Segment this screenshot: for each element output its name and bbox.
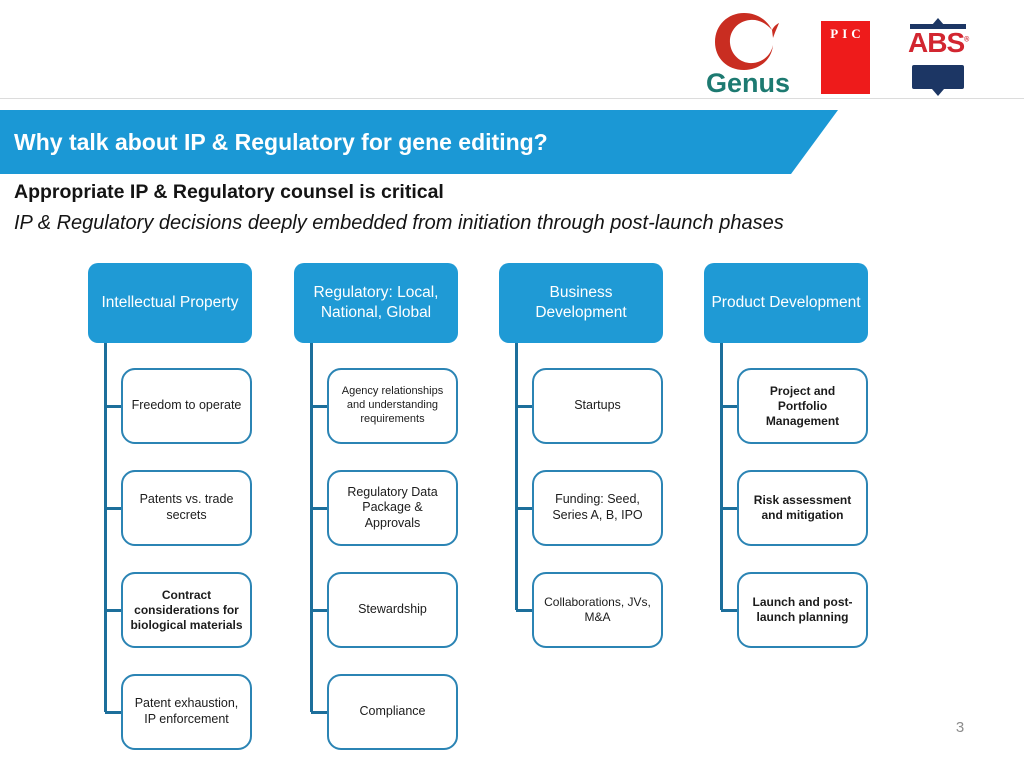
slide-title: Why talk about IP & Regulatory for gene … — [14, 129, 548, 155]
connector-trunk — [720, 343, 723, 610]
diagram-node: Funding: Seed, Series A, B, IPO — [515, 470, 663, 546]
diagram-column-regulatory: Regulatory: Local, National, Global Agen… — [294, 263, 464, 755]
abs-up-triangle-icon — [932, 18, 944, 25]
diagram-node: Launch and post-launch planning — [720, 572, 868, 648]
diagram-node: Regulatory Data Package & Approvals — [310, 470, 458, 546]
diagram-column-product-development: Product Development Project and Portfoli… — [704, 263, 874, 755]
abs-logo: ABS® — [908, 16, 970, 96]
diagram-column-business-development: Business Development Startups Funding: S… — [499, 263, 669, 755]
abs-top-bar — [910, 24, 966, 29]
column-header: Business Development — [499, 263, 663, 343]
diagram-node: Startups — [515, 368, 663, 444]
registered-mark: ® — [964, 36, 970, 44]
diagram-node: Stewardship — [310, 572, 458, 648]
diagram-node: Patents vs. trade secrets — [104, 470, 252, 546]
diagram-node: Collaborations, JVs, M&A — [515, 572, 663, 648]
diagram-node: Risk assessment and mitigation — [720, 470, 868, 546]
diagram-node: Patent exhaustion, IP enforcement — [104, 674, 252, 750]
title-banner: Why talk about IP & Regulatory for gene … — [0, 110, 838, 174]
column-header: Intellectual Property — [88, 263, 252, 343]
abs-bottom-box — [912, 65, 964, 89]
diagram-node: Project and Portfolio Management — [720, 368, 868, 444]
connector-trunk — [310, 343, 313, 712]
page-number: 3 — [955, 719, 965, 736]
connector-trunk — [104, 343, 107, 712]
diagram-column-intellectual-property: Intellectual Property Freedom to operate… — [88, 263, 258, 755]
column-header: Product Development — [704, 263, 868, 343]
pic-wordmark: PIC — [830, 26, 865, 41]
abs-wordmark: ABS® — [908, 27, 970, 58]
top-divider-line — [0, 98, 1024, 99]
diagram-node: Freedom to operate — [104, 368, 252, 444]
connector-trunk — [515, 343, 518, 610]
pic-logo: PIC — [821, 21, 870, 94]
genus-wordmark: Genus — [705, 68, 791, 98]
genus-crescent-icon — [715, 13, 779, 70]
diagram-node: Contract considerations for biological m… — [104, 572, 252, 648]
column-header: Regulatory: Local, National, Global — [294, 263, 458, 343]
diagram-node: Agency relationships and understanding r… — [310, 368, 458, 444]
subtitle-bold: Appropriate IP & Regulatory counsel is c… — [14, 181, 444, 203]
subtitle-italic: IP & Regulatory decisions deeply embedde… — [14, 212, 784, 234]
genus-logo: Genus — [694, 10, 802, 98]
diagram-node: Compliance — [310, 674, 458, 750]
abs-down-triangle-icon — [932, 89, 944, 96]
